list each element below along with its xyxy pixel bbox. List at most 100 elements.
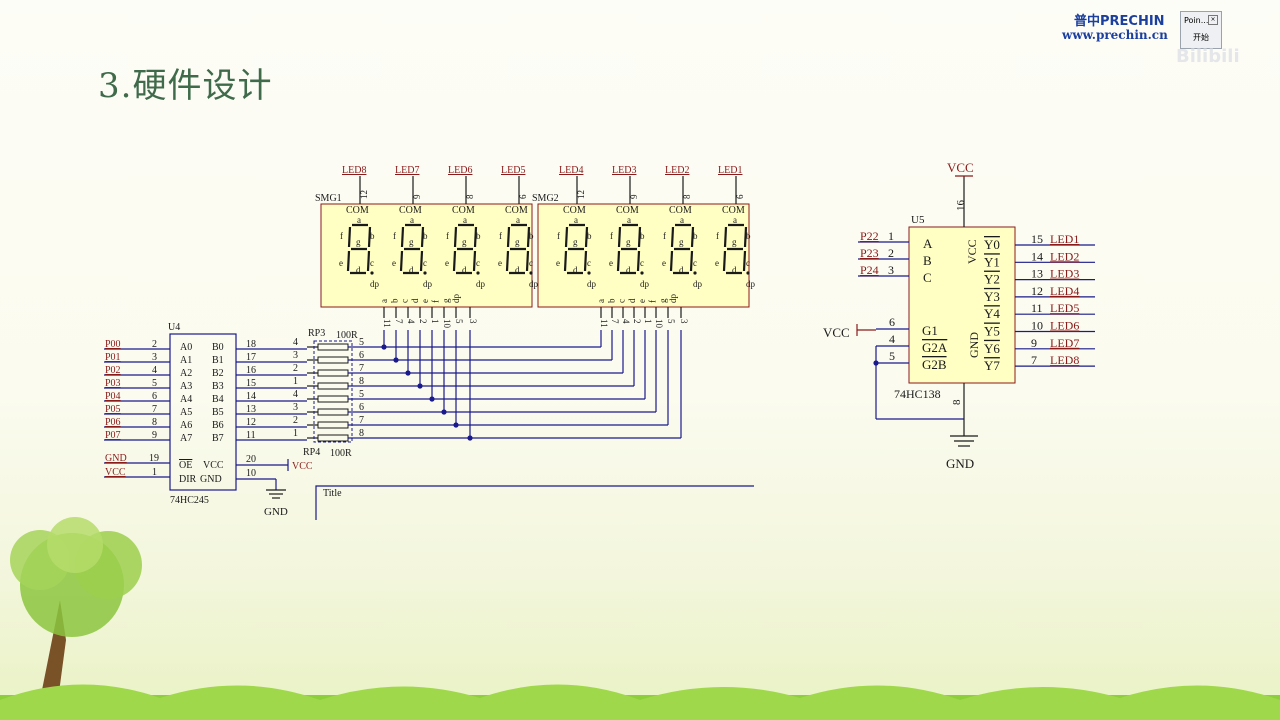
powerpoint-taskbar-button[interactable]: Poin... 开始 ×: [1180, 11, 1222, 49]
net-label: P03: [105, 378, 121, 389]
ic-part-number: 74HC245: [170, 495, 209, 506]
pin-number: 15: [1031, 232, 1043, 246]
title-block-label: Title: [323, 488, 342, 499]
seg-label: f: [446, 231, 449, 241]
pin-number: 8: [951, 399, 963, 405]
seg-label: g: [462, 237, 467, 247]
segment-pin-label: d: [627, 298, 637, 303]
resistor-pin: 1: [293, 428, 298, 439]
segment-pin-label: g: [658, 298, 668, 303]
ic-u5-body: [908, 226, 1016, 384]
resistor-ref: RP3: [308, 328, 325, 339]
seg-label: f: [499, 231, 502, 241]
seg-label: g: [573, 237, 578, 247]
digit-pin-number: 9: [412, 194, 422, 199]
pin-name: Y6: [984, 341, 1000, 356]
resistor: [317, 434, 349, 442]
pin-name: GND: [967, 332, 981, 358]
seg-label: d: [679, 265, 684, 275]
resistor-value: 100R: [330, 448, 352, 459]
pin-number: 13: [1031, 267, 1043, 281]
net-label: P00: [105, 339, 121, 350]
net-label: P06: [105, 417, 121, 428]
segment-pin-label: d: [410, 298, 420, 303]
seg-label: b: [587, 231, 592, 241]
seg-label: f: [610, 231, 613, 241]
seg-label: c: [370, 258, 374, 268]
display-pin-number: 1: [430, 319, 440, 324]
pin-number: 1: [888, 229, 894, 243]
net-label: LED7: [1050, 336, 1079, 350]
seg-label: e: [445, 258, 449, 268]
pin-name: B: [923, 253, 932, 268]
pin-number: 13: [246, 404, 256, 415]
resistor: [317, 369, 349, 377]
pin-number: 9: [152, 430, 157, 441]
seg-label: b: [640, 231, 645, 241]
ic-u4-body: [169, 333, 237, 491]
pin-name: Y1: [984, 254, 1000, 269]
seg-label: g: [679, 237, 684, 247]
pin-name: Y3: [984, 289, 1000, 304]
junction-dot: [873, 360, 879, 366]
pin-name: OE: [179, 460, 192, 471]
junction-dot: [381, 344, 387, 350]
digit-net-label: LED3: [612, 165, 636, 176]
resistor: [317, 382, 349, 390]
segment-pin-label: dp: [451, 294, 461, 304]
digit-pin-number: 6: [518, 194, 528, 199]
digit-pin-number: 12: [359, 190, 369, 199]
seg-label: e: [556, 258, 560, 268]
pin-name: A6: [180, 420, 192, 431]
seg-label: c: [640, 258, 644, 268]
pin-name: A3: [180, 381, 192, 392]
resistor-pin: 4: [293, 337, 298, 348]
junction-dot: [429, 396, 435, 402]
pin-name: B4: [212, 394, 224, 405]
net-label: GND: [105, 453, 127, 464]
display-pin-number: 11: [599, 319, 609, 328]
pin-number: 14: [246, 391, 256, 402]
pin-name: Y0: [984, 237, 1000, 252]
junction-dot: [405, 370, 411, 376]
power-label: VCC: [292, 461, 313, 472]
pin-number: 10: [1031, 319, 1043, 333]
seg-label: b: [693, 231, 698, 241]
seven-seg-digit: [505, 223, 531, 275]
pin-number: 1: [152, 467, 157, 478]
com-label: COM: [563, 205, 586, 216]
net-label: P02: [105, 365, 121, 376]
seg-label: b: [370, 231, 375, 241]
resistor-pin: 3: [293, 402, 298, 413]
pin-name: B7: [212, 433, 224, 444]
net-label: LED3: [1050, 267, 1079, 281]
pin-number: 3: [152, 352, 157, 363]
digit-net-label: LED8: [342, 165, 366, 176]
display-pin-number: 2: [418, 319, 428, 324]
com-label: COM: [399, 205, 422, 216]
seven-seg-digit: [346, 223, 372, 275]
seg-label: c: [587, 258, 591, 268]
pin-name: A: [923, 236, 933, 251]
seg-label: d: [356, 265, 361, 275]
close-icon[interactable]: ×: [1208, 15, 1218, 25]
ground-label: GND: [264, 506, 288, 518]
digit-pin-number: 6: [735, 194, 745, 199]
resistor: [317, 408, 349, 416]
slide-title: 3.硬件设计: [98, 66, 273, 106]
pin-name: C: [923, 270, 932, 285]
resistor-pin: 2: [293, 363, 298, 374]
net-label: LED1: [1050, 232, 1079, 246]
seg-label: f: [393, 231, 396, 241]
seven-seg-digit: [616, 223, 642, 275]
seg-label: b: [529, 231, 534, 241]
junction-dot: [453, 422, 459, 428]
pin-name: B2: [212, 368, 224, 379]
resistor-pin: 8: [359, 428, 364, 439]
resistor-pin: 6: [359, 350, 364, 361]
seg-label: d: [732, 265, 737, 275]
seg-label: a: [463, 215, 467, 225]
net-label: P07: [105, 430, 121, 441]
net-label: P05: [105, 404, 121, 415]
